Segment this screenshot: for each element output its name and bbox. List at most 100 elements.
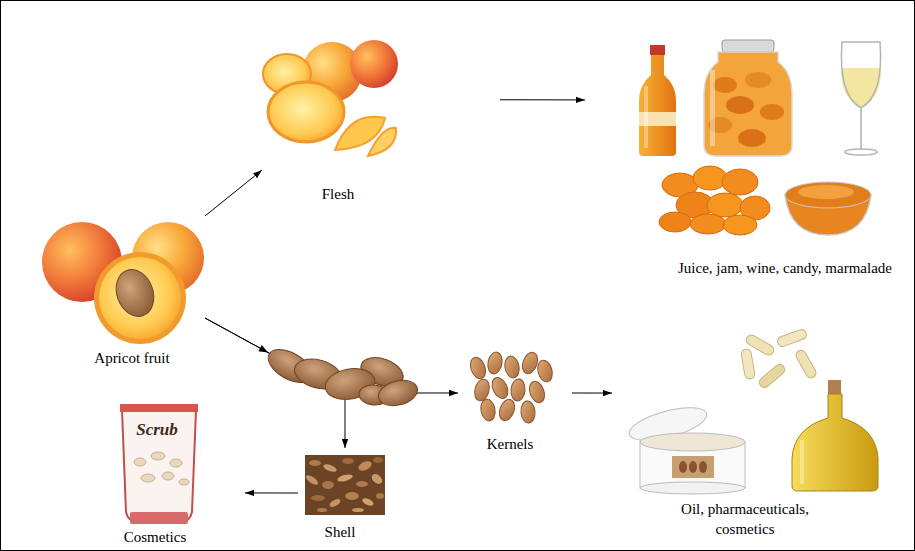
shell-piece (357, 459, 373, 472)
tube-seal (120, 404, 198, 412)
capsule (776, 328, 808, 348)
kernel (699, 461, 707, 473)
juice-bottle (639, 55, 676, 156)
node-label: Kernels (487, 434, 534, 454)
scrub-tube (122, 410, 196, 522)
jar-label (672, 456, 714, 478)
shell-group: Shell (298, 448, 392, 543)
scrub-particle (141, 474, 155, 482)
scrub-group: ScrubCosmetics (105, 400, 245, 548)
glass-highlight (644, 86, 648, 148)
kernel (472, 378, 491, 403)
apricot-half (726, 96, 754, 114)
apricot-stone (376, 376, 421, 410)
wine (841, 68, 881, 108)
shell-piece (370, 472, 384, 486)
jar-lid (722, 40, 774, 52)
shell-pieces (305, 455, 385, 515)
scrub-particle (134, 458, 146, 466)
apricot-half (738, 129, 766, 147)
bottle-cork (828, 380, 841, 394)
shell-piece (342, 458, 354, 464)
shell-piece (322, 481, 334, 489)
kernel (679, 461, 687, 473)
shell-piece (305, 474, 320, 487)
dried-apricot (723, 215, 757, 235)
fruit-group: Apricot fruit (40, 212, 205, 372)
kernels-group: Kernels (458, 352, 572, 455)
shell-piece (373, 457, 383, 463)
node-label: Apricot fruit (94, 348, 169, 368)
kernel (503, 355, 521, 379)
flow-arrow (205, 170, 262, 216)
apricot-half-flesh (99, 257, 181, 339)
shell-piece (322, 463, 337, 473)
glass-stem (860, 108, 862, 150)
shell-piece (376, 493, 384, 499)
capsule (740, 348, 755, 379)
scrub-particle (170, 459, 182, 467)
shell-piece (352, 508, 364, 512)
node-label: Shell (325, 522, 356, 542)
apricot-half (713, 77, 737, 93)
arrowhead (258, 345, 268, 352)
marmalade (785, 182, 871, 208)
flow-arrow (245, 492, 298, 493)
node-label: Flesh (322, 184, 355, 204)
capsule (794, 349, 818, 380)
flow-arrow (500, 99, 585, 100)
tube-cap (130, 512, 188, 524)
dried-apricot (707, 193, 743, 217)
dried-apricot (722, 169, 758, 195)
shell-piece (356, 481, 368, 487)
node-label: Cosmetics (124, 527, 187, 547)
kernel (535, 359, 554, 384)
jam-jar (704, 52, 792, 156)
kernel (479, 398, 497, 422)
flesh-group: Flesh (262, 42, 500, 207)
marmalade-highlight (798, 185, 854, 199)
glass-highlight (710, 70, 715, 146)
bottle-cap (650, 45, 665, 55)
flow-arrow (205, 318, 345, 448)
tube-brand: Scrub (136, 420, 178, 440)
oil-bottle (792, 394, 878, 491)
glass-base (845, 149, 877, 155)
apricot-half (268, 82, 344, 142)
apricot-half (745, 72, 771, 88)
dried-apricot (690, 214, 726, 234)
apricot-half (760, 104, 784, 120)
shell-piece (309, 460, 321, 466)
wine-glass (841, 42, 880, 108)
kernel (689, 461, 697, 473)
kernel (486, 351, 504, 375)
products-group: Juice, jam, wine, candy, marmalade (585, 35, 895, 280)
capsule (757, 363, 786, 390)
shell-piece (311, 495, 325, 501)
kernel (468, 355, 489, 380)
kernel (510, 378, 526, 401)
dried-apricot (659, 212, 691, 232)
shell-piece (336, 473, 353, 483)
glass-highlight (800, 440, 804, 484)
kernel (527, 379, 548, 404)
apricot-whole (350, 40, 398, 88)
jar-base (640, 482, 745, 494)
shell-piece (317, 508, 327, 512)
dried-apricot (693, 166, 727, 190)
shell-piece (361, 497, 374, 508)
kernel (520, 400, 536, 423)
flow-arrow (572, 392, 612, 393)
shell-piece (328, 497, 341, 508)
oil-products-group: Oil, pharmaceuticals, cosmetics (612, 322, 895, 540)
node-label: Juice, jam, wine, candy, marmalade (678, 258, 892, 278)
shell-piece (345, 492, 359, 500)
node-label: Oil, pharmaceuticals, cosmetics (658, 499, 833, 539)
kernel (497, 397, 518, 422)
apricot-slice (368, 128, 396, 156)
kernel (489, 375, 511, 401)
apricot-pit (110, 264, 160, 321)
cream (640, 433, 745, 451)
